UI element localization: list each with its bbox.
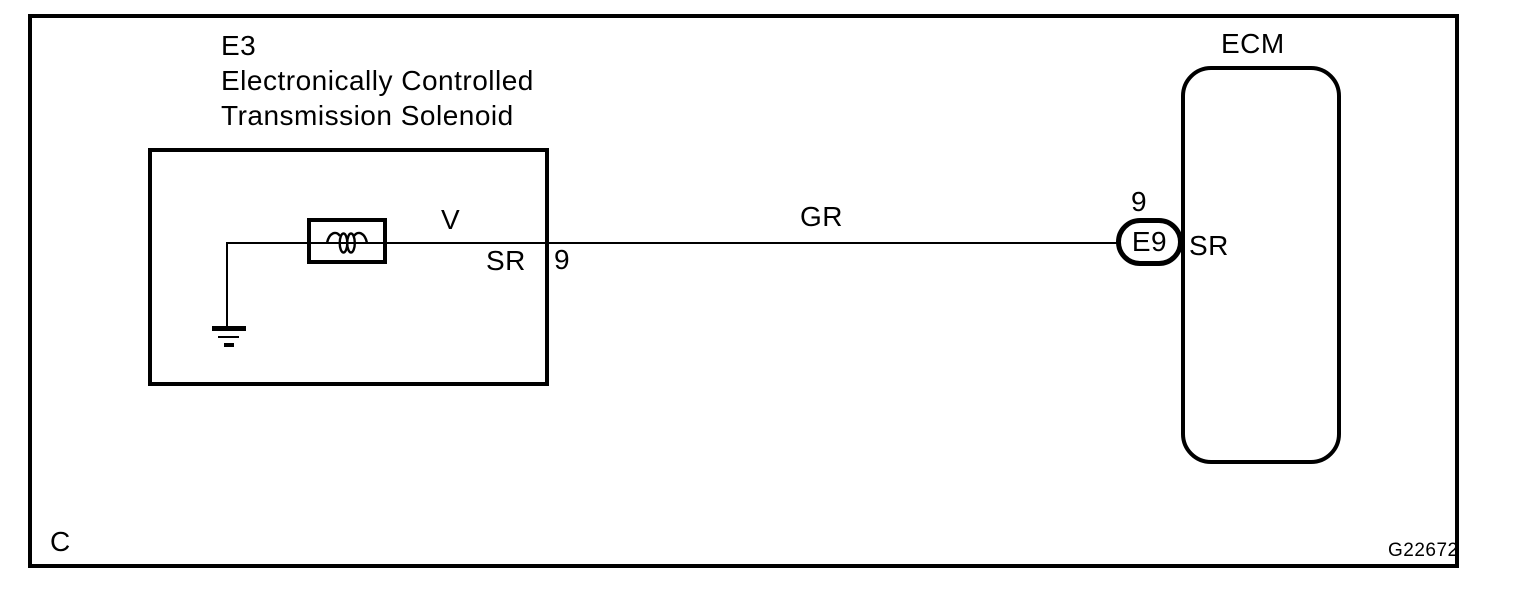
- signal-wire: [228, 242, 1118, 244]
- ecm-title: ECM: [1221, 28, 1285, 59]
- ground-icon: [212, 326, 246, 348]
- diagram-border: [28, 14, 1459, 568]
- figure-id: G22672: [1388, 540, 1459, 561]
- solenoid-code: E3: [221, 30, 257, 61]
- pin-number-ecm: 9: [1131, 186, 1148, 217]
- pin-number-left: 9: [554, 244, 571, 275]
- wire-color-label: GR: [800, 201, 843, 232]
- terminal-label-v: V: [441, 204, 461, 235]
- ecm-box: [1181, 66, 1341, 464]
- solenoid-name-line1: Electronically Controlled: [221, 65, 534, 96]
- connector-e9: E9: [1116, 218, 1183, 266]
- coil-box: [307, 218, 387, 264]
- solenoid-name-line2: Transmission Solenoid: [221, 100, 514, 131]
- terminal-label-sr-left: SR: [486, 245, 526, 276]
- solenoid-title-block: E3 Electronically Controlled Transmissio…: [221, 28, 534, 133]
- connector-e9-label: E9: [1131, 226, 1168, 257]
- terminal-label-sr-ecm: SR: [1189, 230, 1229, 261]
- section-label: C: [50, 526, 71, 557]
- ground-wire: [226, 242, 228, 328]
- coil-icon: [325, 231, 369, 254]
- solenoid-box: [148, 148, 549, 386]
